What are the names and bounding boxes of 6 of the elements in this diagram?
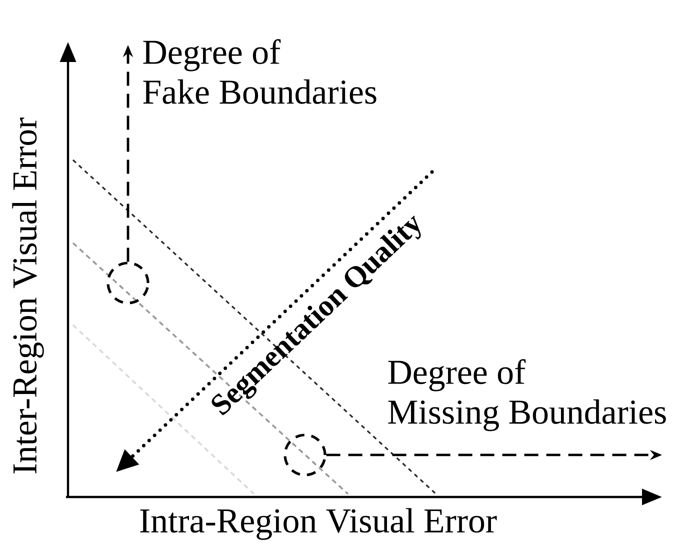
axis-title: Intra-Region Visual Error [140,508,497,540]
dashed-circle [284,434,326,476]
edge-label: Degree of Missing Boundaries [388,359,666,432]
dashed-circle [106,262,150,304]
axis-title: Inter-Region Visual Error [12,118,44,474]
edge-label: Degree of Fake Boundaries [143,39,376,104]
